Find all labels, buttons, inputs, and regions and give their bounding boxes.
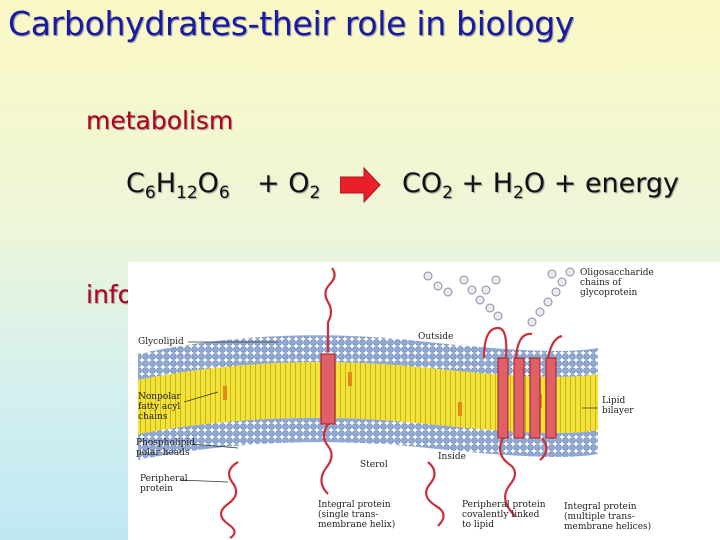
integral-single-label-line1: Integral protein bbox=[318, 500, 391, 510]
hydrogen-count: 12 bbox=[176, 183, 198, 203]
inside-label: Inside bbox=[438, 452, 466, 462]
water-subscript: 2 bbox=[513, 183, 524, 203]
oligosaccharide-label-line1: Oligosaccharide bbox=[580, 268, 654, 278]
lipid-bilayer-label-line2: bilayer bbox=[602, 406, 634, 416]
peripheral-protein-coils bbox=[219, 461, 445, 539]
glycolipid-label: Glycolipid bbox=[138, 337, 184, 347]
plus-oxygen: + O bbox=[257, 168, 310, 199]
fatty-acyl-tails bbox=[138, 362, 598, 434]
lipid-bilayer-label-line1: Lipid bbox=[602, 396, 626, 406]
phospholipid-label-line2: polar heads bbox=[136, 448, 190, 458]
oligosaccharide-label: Oligosaccharide chains of glycoprotein bbox=[580, 268, 654, 298]
integral-multi-label: Integral protein (multiple trans- membra… bbox=[564, 502, 651, 532]
integral-single-label-line3: membrane helix) bbox=[318, 520, 396, 530]
oligosaccharide-label-line2: chains of bbox=[580, 278, 622, 288]
peripheral-protein-label: Peripheral protein bbox=[140, 474, 188, 494]
carbon-count: 6 bbox=[144, 183, 156, 203]
single-helix-protein bbox=[320, 267, 336, 495]
nonpolar-chains-label: Nonpolar fatty acyl chains bbox=[138, 392, 181, 422]
reaction-arrow-icon bbox=[340, 167, 381, 203]
multi-helix-protein bbox=[482, 326, 563, 517]
oligosaccharide-chain bbox=[423, 267, 575, 327]
membrane-illustration bbox=[138, 267, 598, 539]
nonpolar-label-line2: fatty acyl bbox=[138, 402, 181, 412]
label-leader-lines bbox=[179, 341, 598, 483]
slide-title: Carbohydrates-their role in biology bbox=[8, 4, 575, 43]
lipid-bilayer-label: Lipid bilayer bbox=[602, 396, 634, 416]
integral-multi-label-line3: membrane helices) bbox=[564, 522, 652, 532]
carbon-dioxide: CO bbox=[402, 168, 443, 199]
oxygen-subscript: 2 bbox=[309, 183, 321, 203]
carbon-dioxide-subscript: 2 bbox=[442, 183, 453, 203]
peripheral-label-line2: protein bbox=[140, 484, 174, 494]
hydrogen-symbol: H bbox=[155, 168, 176, 199]
oxygen-term: + O2 bbox=[257, 168, 320, 203]
nonpolar-label-line1: Nonpolar bbox=[138, 392, 181, 402]
membrane-figure: Oligosaccharide chains of glycoprotein G… bbox=[128, 262, 720, 540]
integral-multi-label-line2: (multiple trans- bbox=[564, 512, 635, 522]
water-oxygen: O bbox=[523, 168, 546, 199]
peripheral-linked-label-line2: covalently linked bbox=[462, 510, 540, 520]
oxygen-count: 6 bbox=[218, 183, 230, 203]
sterol-label: Sterol bbox=[360, 460, 388, 470]
plus-water: + H bbox=[461, 168, 514, 199]
plus-energy: + energy bbox=[553, 168, 680, 199]
carbon-symbol: C bbox=[126, 168, 145, 199]
integral-single-label: Integral protein (single trans- membrane… bbox=[318, 500, 395, 530]
nonpolar-label-line3: chains bbox=[138, 412, 168, 422]
glucose-formula: C6H12O6 bbox=[126, 168, 230, 203]
outside-label: Outside bbox=[418, 332, 454, 342]
peripheral-linked-label-line3: to lipid bbox=[462, 520, 495, 530]
integral-single-label-line2: (single trans- bbox=[318, 510, 379, 520]
phospholipid-label: Phospholipid polar heads bbox=[136, 438, 195, 458]
peripheral-label-line1: Peripheral bbox=[140, 474, 188, 484]
products-formula: CO2 + H2O + energy bbox=[402, 168, 679, 203]
upper-polar-heads bbox=[138, 335, 598, 380]
integral-multi-label-line1: Integral protein bbox=[564, 502, 637, 512]
phospholipid-label-line1: Phospholipid bbox=[136, 438, 196, 448]
oligosaccharide-label-line3: glycoprotein bbox=[580, 288, 638, 298]
peripheral-linked-label: Peripheral protein covalently linked to … bbox=[462, 500, 546, 530]
peripheral-linked-label-line1: Peripheral protein bbox=[462, 500, 546, 510]
metabolism-heading: metabolism bbox=[86, 106, 234, 135]
lower-polar-heads bbox=[138, 417, 598, 460]
oxygen-symbol: O bbox=[197, 168, 219, 199]
